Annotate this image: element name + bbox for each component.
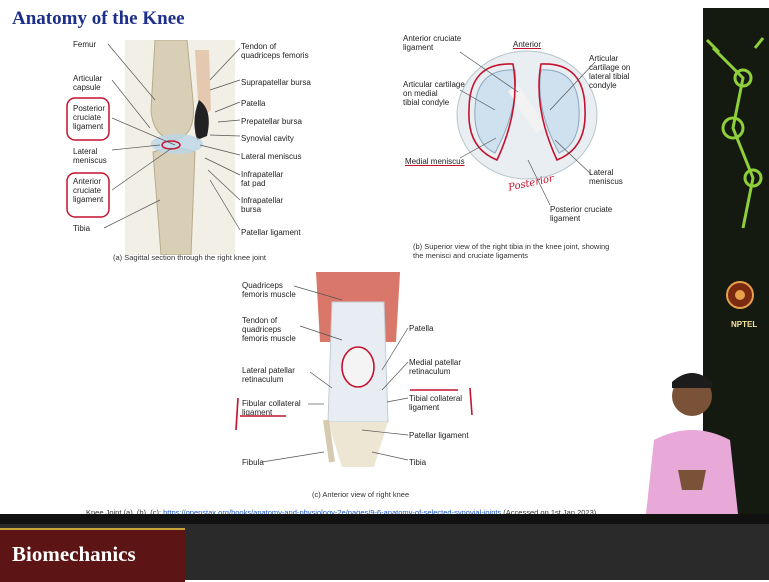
presenter-video-overlay bbox=[628, 360, 738, 514]
caption-panel-a: (a) Sagittal section through the right k… bbox=[113, 253, 266, 262]
caption-panel-c: (c) Anterior view of right knee bbox=[312, 490, 409, 499]
slide-title: Anatomy of the Knee bbox=[12, 8, 185, 30]
course-title: Biomechanics bbox=[12, 542, 136, 567]
robot-arm-icon bbox=[703, 18, 769, 268]
panel-a-annotations bbox=[60, 40, 260, 240]
panel-c-annotations bbox=[232, 280, 482, 470]
footer-strip bbox=[0, 514, 769, 524]
nptel-logo-icon bbox=[725, 280, 755, 310]
panel-b-leader-lines bbox=[400, 40, 640, 220]
caption-panel-b-text: (b) Superior view of the right tibia in … bbox=[413, 242, 609, 260]
caption-panel-b: (b) Superior view of the right tibia in … bbox=[413, 242, 609, 260]
course-brand: Biomechanics bbox=[0, 528, 185, 582]
nptel-logo-text: NPTEL bbox=[731, 320, 757, 329]
